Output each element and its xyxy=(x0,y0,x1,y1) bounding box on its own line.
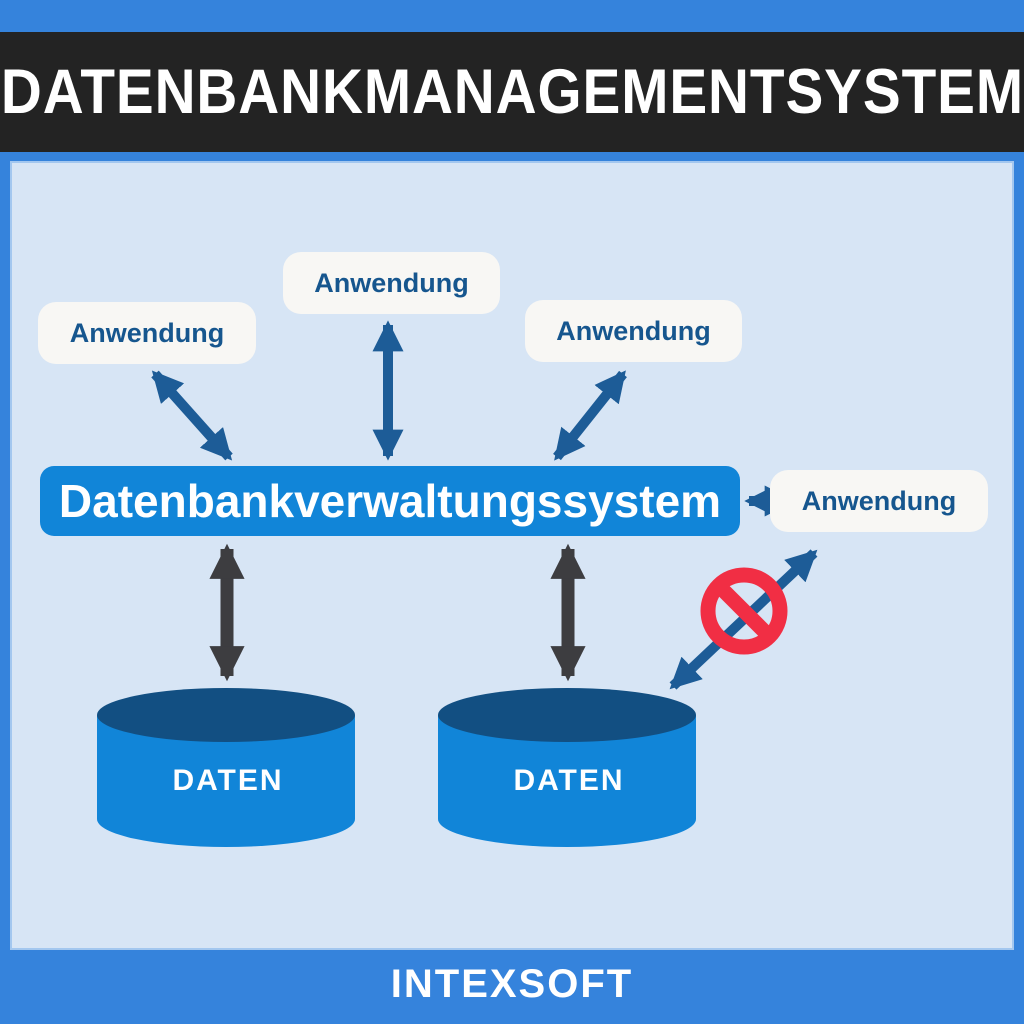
no-entry-icon xyxy=(700,567,788,655)
data-cylinder-1 xyxy=(97,688,355,847)
application-label: Anwendung xyxy=(801,485,957,516)
data-label-1: DATEN xyxy=(172,764,284,797)
application-box-1: Anwendung xyxy=(38,302,256,364)
application-label: Anwendung xyxy=(69,317,225,348)
application-label: Anwendung xyxy=(314,267,469,298)
application-box-3: Anwendung xyxy=(525,300,742,362)
application-box-4: Anwendung xyxy=(770,470,988,532)
header-band: DATENBANKMANAGEMENTSYSTEM xyxy=(0,32,1024,152)
data-label-2: DATEN xyxy=(513,764,625,797)
brand-logo: INTEXSOFT xyxy=(390,962,634,1006)
application-box-2: Anwendung xyxy=(283,252,500,314)
page-title: DATENBANKMANAGEMENTSYSTEM xyxy=(0,57,1024,127)
application-label: Anwendung xyxy=(556,315,711,346)
application-1-arrow xyxy=(151,370,233,461)
application-3-arrow xyxy=(553,370,627,461)
data-cylinder-2 xyxy=(438,688,696,847)
dbms-bar: Datenbankverwaltungssystem xyxy=(40,466,740,536)
dbms-bar-label: Datenbankverwaltungssystem xyxy=(58,475,722,527)
